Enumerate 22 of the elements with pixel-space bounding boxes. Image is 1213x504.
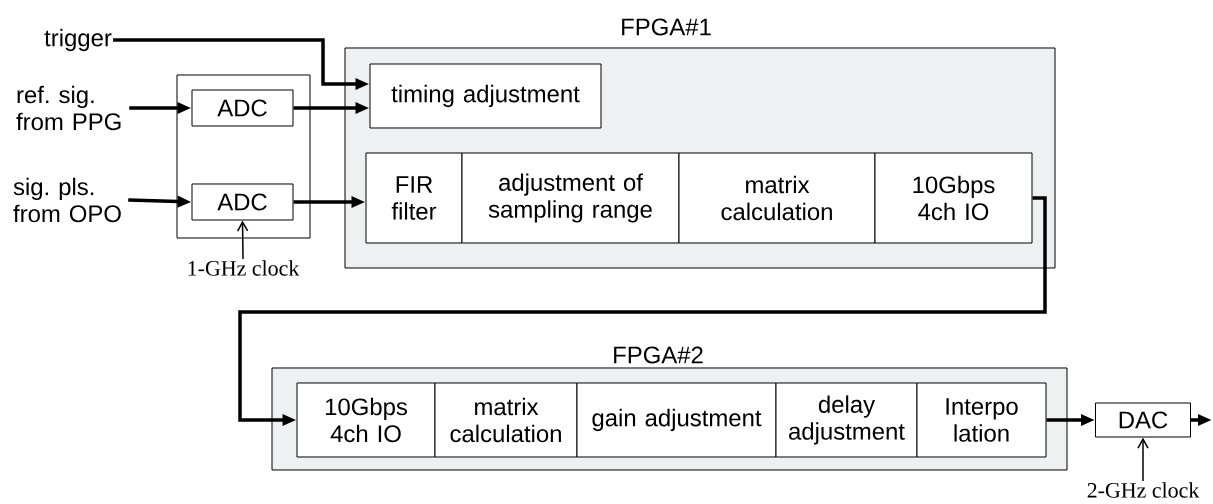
process-box: matrix calculation (678, 152, 876, 244)
signal-label: trigger (44, 28, 112, 52)
node-label: FPGA#2 (614, 346, 703, 364)
process-box: gain adjustment (576, 382, 777, 458)
arrow (1137, 437, 1149, 482)
arrow (236, 220, 249, 260)
signal-label: 2-GHz clock (1087, 482, 1200, 498)
process-box: timing adjustment (369, 63, 602, 129)
signal-label: ref. sig. from PPG (16, 85, 121, 131)
signal-label: sig. pls. from OPO (13, 177, 121, 223)
process-box: DAC (1095, 402, 1191, 438)
process-box: Interpo lation (916, 382, 1047, 458)
adc-module-box (176, 74, 311, 239)
process-box: FIR filter (365, 152, 463, 244)
process-box: matrix calculation (434, 382, 578, 458)
node-label: FPGA#1 (622, 18, 711, 36)
process-box: ADC (191, 183, 294, 221)
signal-label: 1-GHz clock (188, 260, 300, 276)
process-box: ADC (191, 89, 294, 127)
process-box: 10Gbps 4ch IO (296, 382, 436, 458)
process-box: delay adjustment (775, 382, 918, 458)
process-box: 10Gbps 4ch IO (874, 152, 1033, 244)
